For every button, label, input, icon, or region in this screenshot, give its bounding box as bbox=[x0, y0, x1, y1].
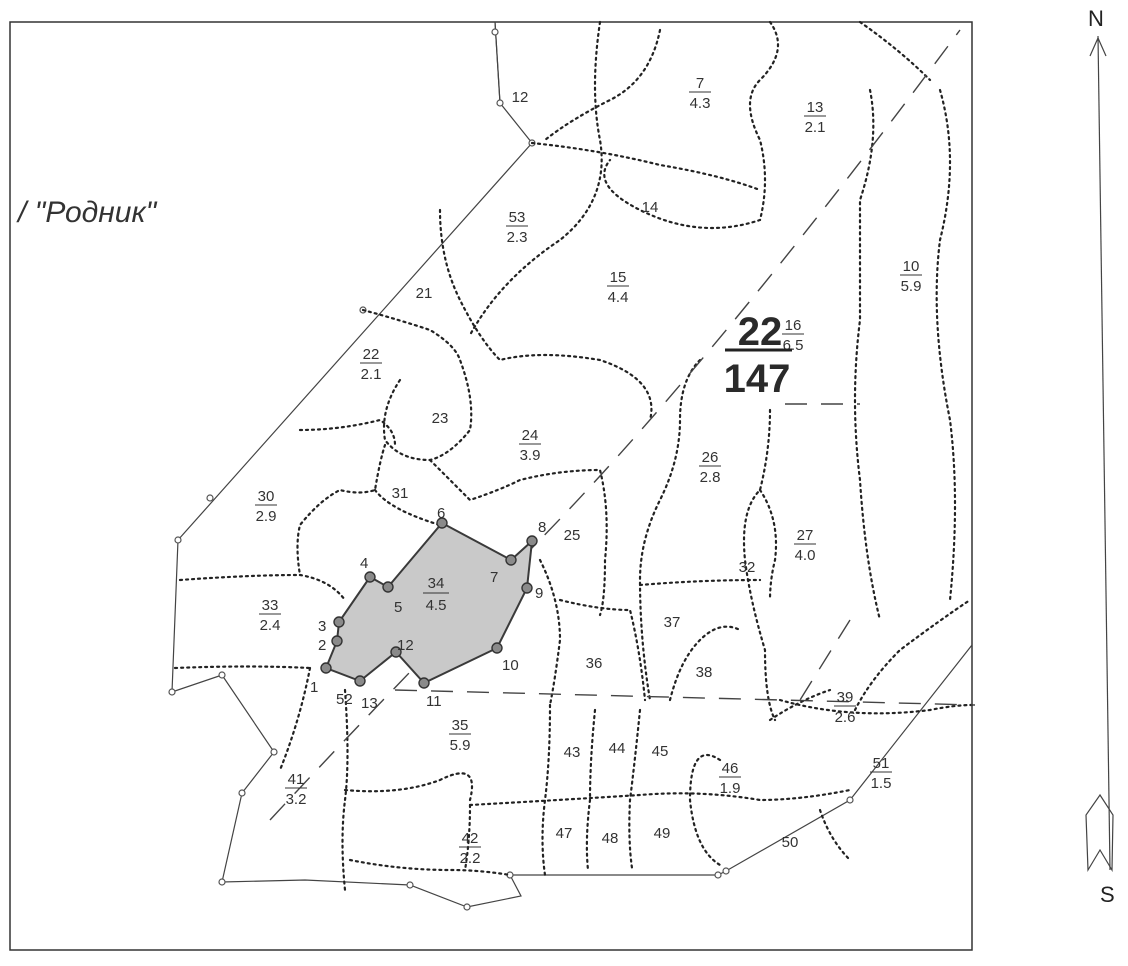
point-label: 8 bbox=[538, 519, 546, 536]
point-label: 11 bbox=[426, 693, 442, 710]
point-label: 5 bbox=[394, 599, 402, 616]
point-label: 52 bbox=[336, 691, 353, 708]
parcel-number: 38 bbox=[696, 664, 713, 681]
selected-parcel-34[interactable] bbox=[320, 517, 538, 689]
parcel-area: 2.6 bbox=[835, 709, 856, 726]
parcel-number: 46 bbox=[722, 760, 739, 777]
parcel-labels: 74.312132.1532.314154.4105.921166.5222.1… bbox=[255, 75, 922, 867]
parcel-number: 23 bbox=[432, 410, 449, 427]
parcel-area: 1.5 bbox=[871, 775, 892, 792]
point-label: 13 bbox=[361, 695, 378, 712]
parcel-number: 41 bbox=[288, 771, 305, 788]
parcel-number: 24 bbox=[522, 427, 539, 444]
parcel-area: 2.2 bbox=[460, 850, 481, 867]
parcel-number: 48 bbox=[602, 830, 619, 847]
parcel-boundaries bbox=[173, 20, 974, 892]
selected-parcel-label: 34 4.5 bbox=[423, 575, 449, 614]
parcel-area: 3.2 bbox=[286, 791, 307, 808]
parcel-number: 7 bbox=[696, 75, 704, 92]
block-label: 22 147 bbox=[724, 310, 792, 401]
north-arrow-icon bbox=[1097, 35, 1111, 871]
parcel-number: 43 bbox=[564, 744, 581, 761]
parcel-number: 53 bbox=[509, 209, 526, 226]
selected-parcel-number: 34 bbox=[428, 575, 445, 592]
parcel-area: 3.9 bbox=[520, 447, 541, 464]
parcel-area: 4.3 bbox=[690, 95, 711, 112]
parcel-number: 36 bbox=[586, 655, 603, 672]
parcel-number: 26 bbox=[702, 449, 719, 466]
point-label: 2 bbox=[318, 637, 326, 654]
block-area: 147 bbox=[724, 357, 791, 401]
parcel-number: 51 bbox=[873, 755, 890, 772]
parcel-number: 47 bbox=[556, 825, 573, 842]
point-label: 3 bbox=[318, 618, 326, 635]
parcel-area: 2.4 bbox=[260, 617, 281, 634]
point-label: 10 bbox=[502, 657, 519, 674]
parcel-number: 50 bbox=[782, 834, 799, 851]
point-label: 7 bbox=[490, 569, 498, 586]
parcel-area: 2.1 bbox=[361, 366, 382, 383]
parcel-number: 39 bbox=[837, 689, 854, 706]
parcel-number: 37 bbox=[664, 614, 681, 631]
parcel-number: 21 bbox=[416, 285, 433, 302]
parcel-area: 2.9 bbox=[256, 508, 277, 525]
parcel-number: 13 bbox=[807, 99, 824, 116]
parcel-number: 32 bbox=[739, 559, 756, 576]
boundary-points bbox=[320, 517, 538, 689]
point-label: 9 bbox=[535, 585, 543, 602]
parcel-number: 45 bbox=[652, 743, 669, 760]
parcel-area: 2.8 bbox=[700, 469, 721, 486]
parcel-number: 27 bbox=[797, 527, 814, 544]
point-label: 1 bbox=[310, 679, 318, 696]
parcel-number: 25 bbox=[564, 527, 581, 544]
parcel-number: 15 bbox=[610, 269, 627, 286]
boundary-point-labels: 1 2 3 4 5 6 7 8 9 10 11 12 13 52 bbox=[310, 505, 546, 712]
selected-parcel-area: 4.5 bbox=[426, 597, 447, 614]
parcel-number: 14 bbox=[642, 199, 659, 216]
parcel-number: 10 bbox=[903, 258, 920, 275]
compass-south: S bbox=[1100, 882, 1115, 907]
map-frame bbox=[9, 21, 973, 951]
parcel-number: 44 bbox=[609, 740, 626, 757]
parcel-number: 49 bbox=[654, 825, 671, 842]
parcel-number: 31 bbox=[392, 485, 409, 502]
parcel-number: 33 bbox=[262, 597, 279, 614]
parcel-area: 1.9 bbox=[720, 780, 741, 797]
compass: N S bbox=[1085, 6, 1115, 907]
parcel-number: 42 bbox=[462, 830, 479, 847]
block-number: 22 bbox=[738, 310, 783, 354]
point-label: 12 bbox=[397, 637, 414, 654]
parcel-area: 5.9 bbox=[901, 278, 922, 295]
point-label: 6 bbox=[437, 505, 445, 522]
clearing-lines bbox=[269, 29, 976, 821]
parcel-number: 12 bbox=[512, 89, 529, 106]
parcel-number: 22 bbox=[363, 346, 380, 363]
parcel-area: 2.1 bbox=[805, 119, 826, 136]
parcel-area: 4.4 bbox=[608, 289, 629, 306]
parcel-number: 16 bbox=[785, 317, 802, 334]
parcel-number: 35 bbox=[452, 717, 469, 734]
parcel-area: 2.3 bbox=[507, 229, 528, 246]
point-label: 4 bbox=[360, 555, 368, 572]
parcel-area: 5.9 bbox=[450, 737, 471, 754]
parcel-number: 30 bbox=[258, 488, 275, 505]
compass-north: N bbox=[1088, 6, 1104, 31]
parcel-area: 4.0 bbox=[795, 547, 816, 564]
place-name: / "Родник" bbox=[16, 196, 158, 229]
